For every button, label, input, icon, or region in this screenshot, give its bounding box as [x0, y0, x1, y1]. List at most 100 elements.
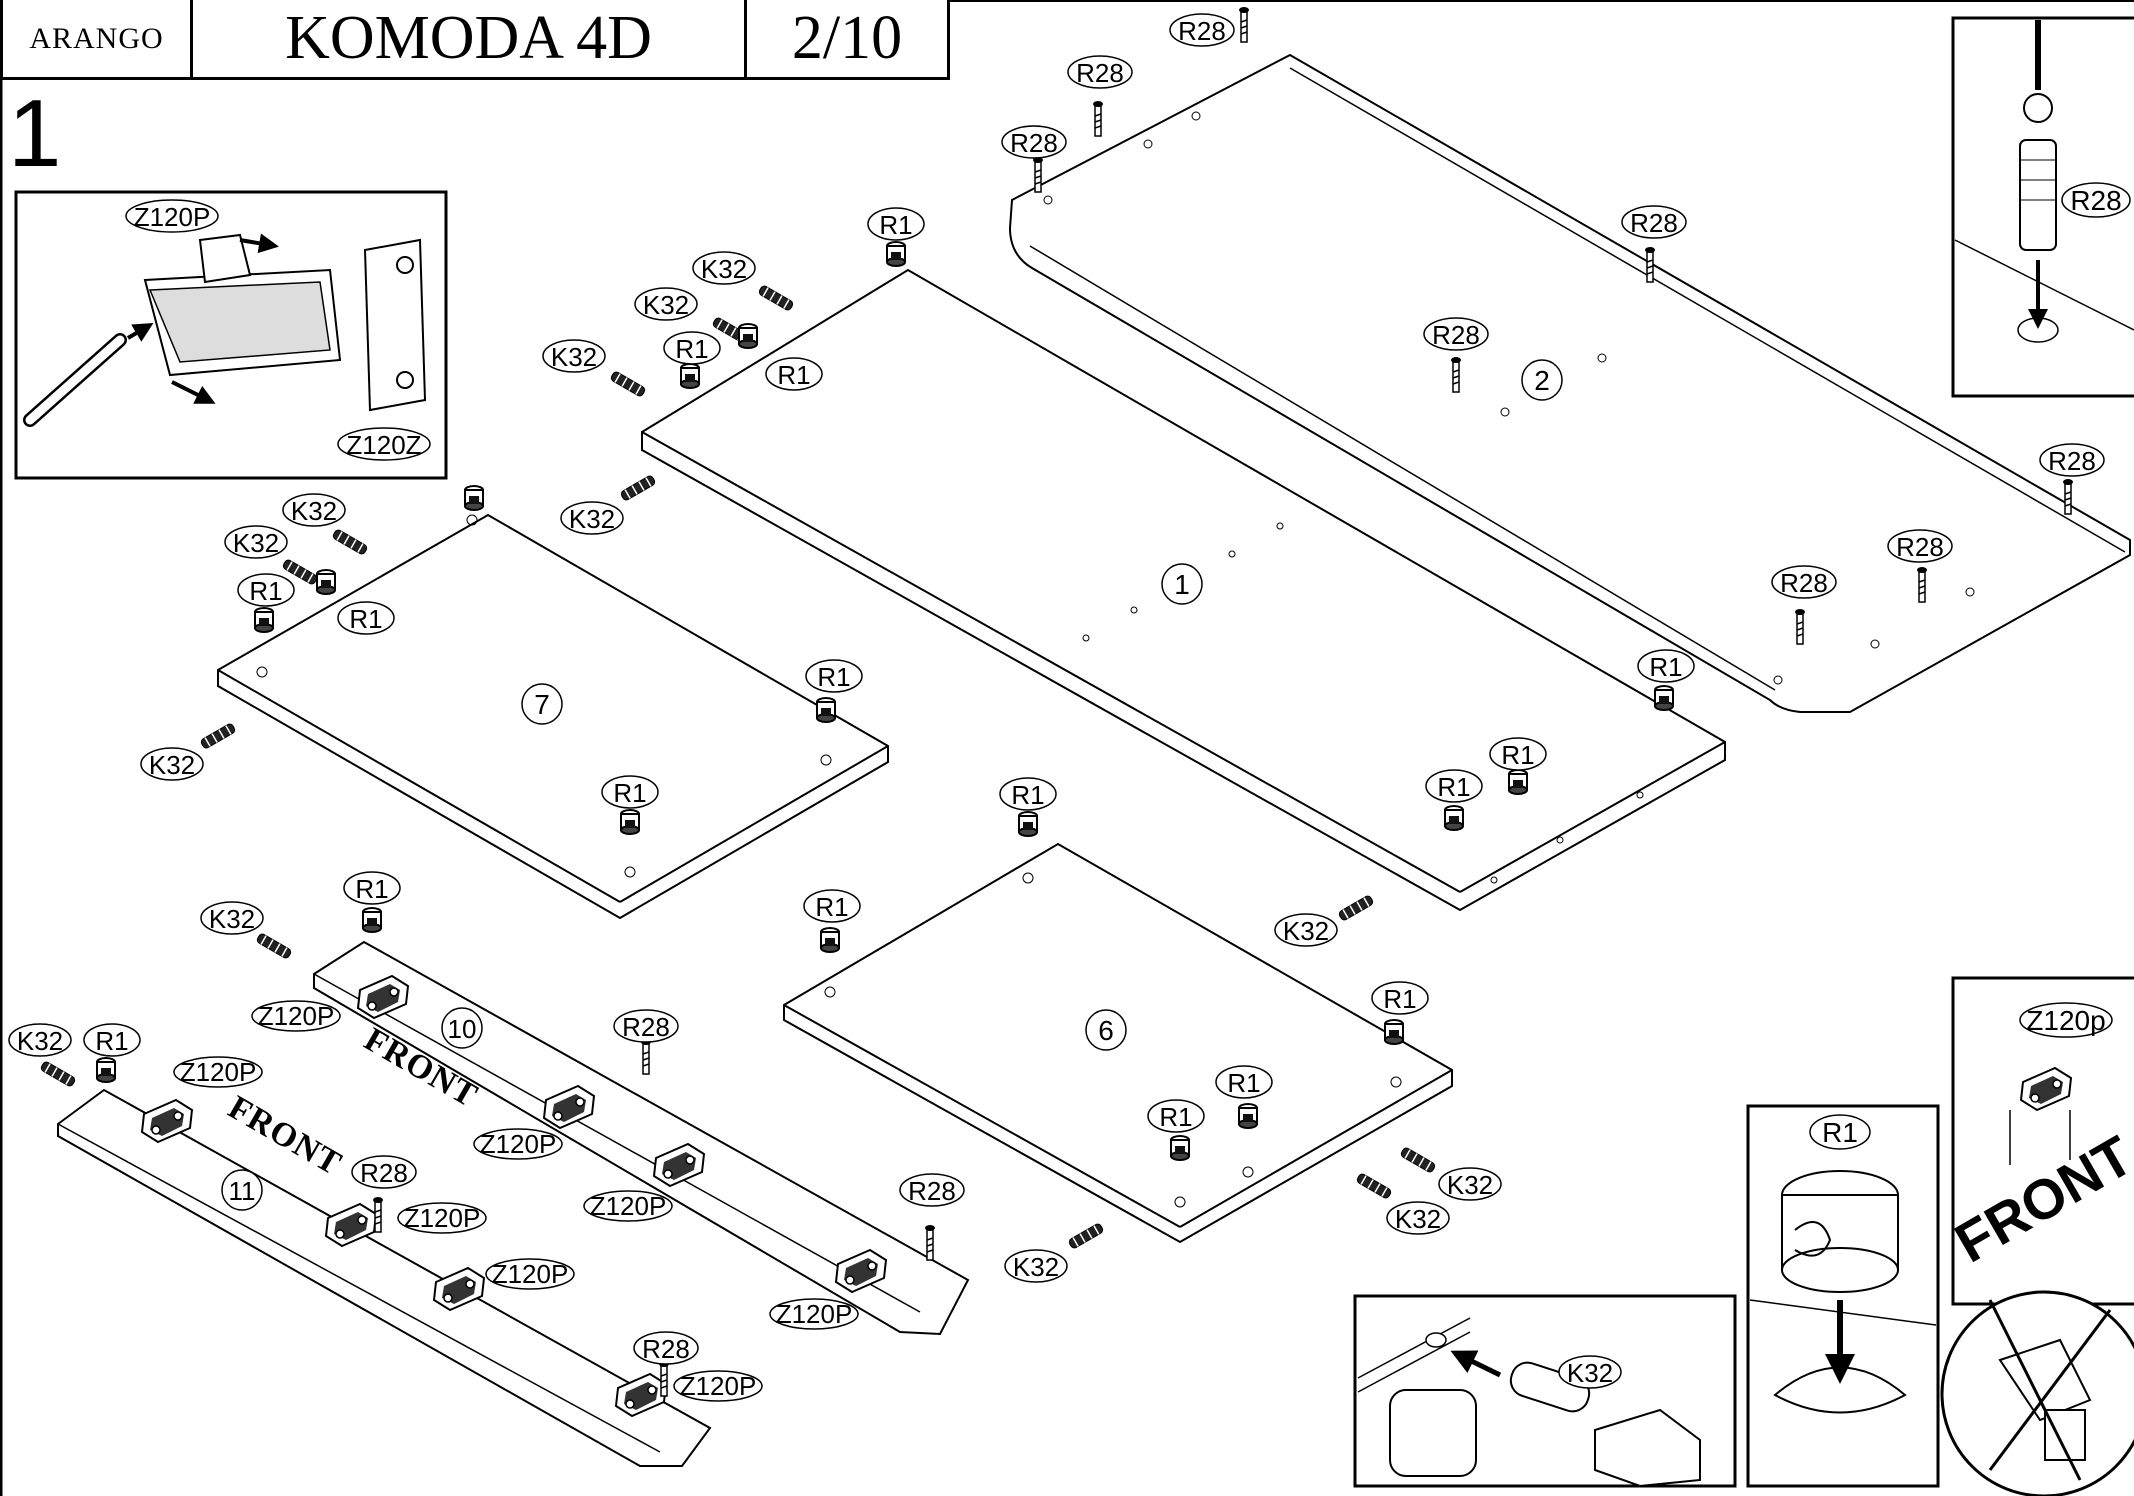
callout-r1: R1: [1215, 1065, 1273, 1099]
title-block: ARANGO KOMODA 4D 2/10: [0, 0, 950, 80]
callout-z120p-inset: Z120p: [2019, 1002, 2113, 1038]
label-r28: R28: [2070, 185, 2121, 216]
panel-2: [1008, 53, 2131, 713]
document-title: KOMODA 4D: [193, 0, 747, 77]
callout-k32: K32: [560, 501, 624, 535]
label-r1: R1: [817, 662, 850, 692]
callout-r28: R28: [1067, 55, 1133, 89]
callout-z120p: Z120P: [251, 1000, 341, 1032]
callout-r1: R1: [765, 357, 823, 391]
callout-r28: R28: [2039, 443, 2105, 477]
panel-number-6: 6: [1098, 1015, 1114, 1046]
callout-z120p: Z120P: [673, 1370, 763, 1402]
hinge-inset: [14, 190, 448, 480]
label-r1: R1: [777, 360, 810, 390]
callout-z120p: Z120P: [473, 1128, 563, 1160]
label-k32: K32: [569, 504, 615, 534]
callout-r28: R28: [633, 1331, 699, 1365]
callout-k32: K32: [692, 251, 756, 285]
callout-r28: R28: [1001, 125, 1067, 159]
label-z120p-lower: Z120p: [2026, 1005, 2105, 1036]
callout-k32: K32: [1274, 913, 1338, 947]
label-z120p: Z120P: [258, 1001, 335, 1031]
callout-z120p: Z120P: [173, 1056, 263, 1088]
label-r1: R1: [613, 778, 646, 808]
label-z120p: Z120P: [492, 1259, 569, 1289]
callout-k32: K32: [1558, 1355, 1622, 1389]
callout-z120p: Z120P: [485, 1258, 575, 1290]
label-k32: K32: [1447, 1170, 1493, 1200]
label-r28: R28: [1178, 16, 1226, 46]
callout-r1: R1: [1147, 1099, 1205, 1133]
label-r28: R28: [1010, 128, 1058, 158]
label-r1: R1: [1649, 652, 1682, 682]
callout-k32: K32: [1004, 1249, 1068, 1283]
label-r28: R28: [2048, 446, 2096, 476]
panel-number-2: 2: [1534, 365, 1550, 396]
label-k32: K32: [1013, 1252, 1059, 1282]
callout-r28: R28: [1423, 317, 1489, 351]
callout-r1: R1: [1637, 649, 1695, 683]
callout-r1: R1: [337, 601, 395, 635]
panel-number-11: 11: [229, 1176, 256, 1206]
label-r1: R1: [1437, 772, 1470, 802]
callout-z120p: Z120P: [769, 1298, 859, 1330]
label-k32: K32: [209, 904, 255, 934]
label-r1: R1: [1011, 780, 1044, 810]
callout-r1: R1: [867, 207, 925, 241]
callout-k32: K32: [8, 1023, 72, 1057]
label-k32: K32: [233, 528, 279, 558]
r1-inset: [1746, 1104, 1940, 1488]
label-k32: K32: [551, 342, 597, 372]
callout-r1: R1: [999, 777, 1057, 811]
no-drill-icon: [1940, 1290, 2134, 1496]
callout-r1: R1: [83, 1023, 141, 1057]
label-r28: R28: [1076, 58, 1124, 88]
label-k32: K32: [701, 254, 747, 284]
label-r1: R1: [1159, 1102, 1192, 1132]
label-r28: R28: [1432, 320, 1480, 350]
label-r1: R1: [349, 604, 382, 634]
label-r1: R1: [1383, 984, 1416, 1014]
callout-k32: K32: [282, 493, 346, 527]
callout-k32: K32: [542, 339, 606, 373]
label-z120p: Z120P: [404, 1203, 481, 1233]
callout-r28: R28: [2061, 182, 2131, 218]
label-k32: K32: [1395, 1204, 1441, 1234]
label-z120p: Z120P: [776, 1299, 853, 1329]
label-r1: R1: [815, 892, 848, 922]
callout-r1: R1: [1809, 1114, 1871, 1150]
callout-r1: R1: [803, 889, 861, 923]
label-r1: R1: [1227, 1068, 1260, 1098]
label-r28: R28: [622, 1012, 670, 1042]
label-z120z: Z120Z: [346, 430, 421, 460]
callout-r28: R28: [1887, 529, 1953, 563]
panel-number-7: 7: [534, 689, 550, 720]
callout-r1: R1: [805, 659, 863, 693]
callout-r1: R1: [663, 331, 721, 365]
label-r1: R1: [355, 874, 388, 904]
panel-number-10: 10: [448, 1014, 477, 1044]
k32-inset: [1353, 1294, 1737, 1488]
label-k32: K32: [17, 1026, 63, 1056]
label-z120p: Z120P: [480, 1129, 557, 1159]
callout-r28: R28: [613, 1009, 679, 1043]
brand-name: ARANGO: [3, 0, 193, 77]
callout-k32: K32: [140, 747, 204, 781]
label-k32: K32: [1283, 916, 1329, 946]
label-r1: R1: [1501, 740, 1534, 770]
label-r28: R28: [360, 1158, 408, 1188]
panel-number-1: 1: [1174, 569, 1190, 600]
label-k32: K32: [643, 290, 689, 320]
callout-k32: K32: [1386, 1201, 1450, 1235]
callout-z120z: Z120Z: [337, 427, 431, 461]
label-z120p: Z120P: [134, 202, 211, 232]
label-r28: R28: [1896, 532, 1944, 562]
panel-numbers: 2 1 7 6 10 11: [221, 359, 1563, 1211]
step-number: 1: [8, 80, 62, 187]
callouts: K32 K32 K32 K32 K32 K32 K32 K32 K32 K32 …: [8, 13, 2131, 1402]
callout-r1: R1: [237, 573, 295, 607]
callout-r1: R1: [1371, 981, 1429, 1015]
callout-r28: R28: [899, 1173, 965, 1207]
label-r1: R1: [95, 1026, 128, 1056]
